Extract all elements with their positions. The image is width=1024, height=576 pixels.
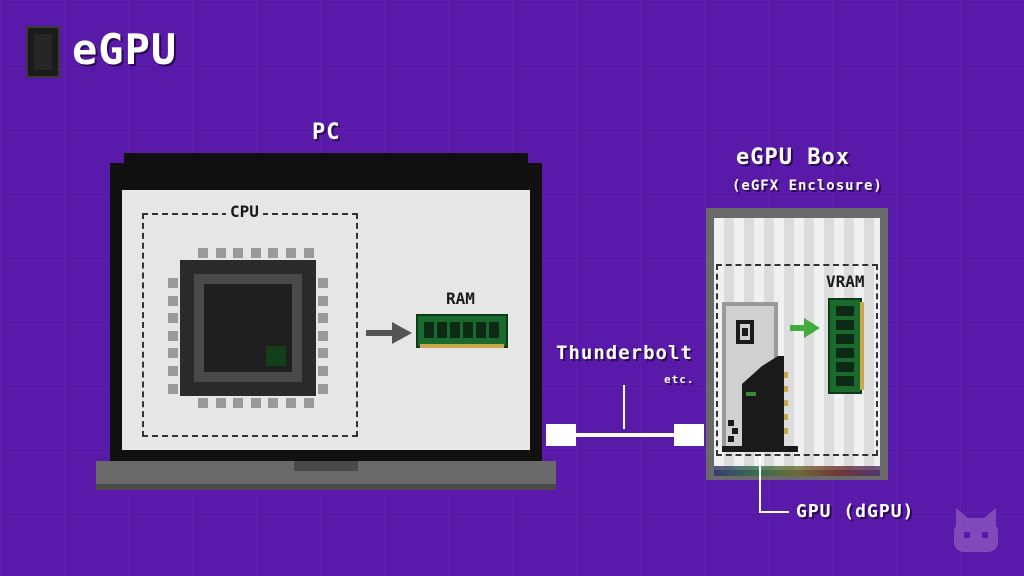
gpu-pointer-tick xyxy=(759,511,789,513)
cpu-pin-top xyxy=(268,248,279,258)
cable-pointer xyxy=(623,385,625,429)
gpu-region xyxy=(716,264,878,456)
enclosure-lighting xyxy=(714,466,880,476)
cpu-pin-right xyxy=(318,366,328,376)
cpu-pin-left xyxy=(168,313,178,324)
cpu-pin-bottom xyxy=(215,398,226,408)
cpu-pin-bottom xyxy=(286,398,296,408)
cpu-pin-right xyxy=(318,278,328,288)
cpu-pin-bottom xyxy=(268,398,279,408)
cpu-pin-left xyxy=(168,383,178,394)
cpu-pin-left xyxy=(168,278,178,288)
laptop-base-shadow xyxy=(96,484,556,490)
cpu-pin-top xyxy=(286,248,296,258)
arrow-right-icon xyxy=(366,322,412,344)
cpu-pin-right xyxy=(318,383,328,394)
vram-module-icon xyxy=(828,298,864,394)
ram-label: RAM xyxy=(446,289,475,308)
vram-label: VRAM xyxy=(826,272,865,291)
mascot-watermark-icon xyxy=(954,508,998,552)
page-title: eGPU xyxy=(72,25,178,74)
cable-plug-right xyxy=(674,424,704,446)
cpu-pin-right xyxy=(318,295,328,306)
cpu-pin-top xyxy=(303,248,314,258)
cpu-pin-left xyxy=(168,348,178,359)
cpu-pin-top xyxy=(198,248,208,258)
graphics-card-icon xyxy=(722,302,798,452)
cpu-pin-right xyxy=(318,330,328,341)
cpu-pin-bottom xyxy=(198,398,208,408)
cpu-marker xyxy=(266,346,286,366)
cpu-pin-top xyxy=(250,248,261,258)
thunderbolt-cable xyxy=(574,433,678,437)
cpu-pin-right xyxy=(318,313,328,324)
pc-label: PC xyxy=(312,120,341,145)
cpu-label: CPU xyxy=(226,202,263,221)
cable-label: Thunderbolt 3 xyxy=(556,342,718,364)
cpu-pin-top xyxy=(215,248,226,258)
cpu-pin-bottom xyxy=(250,398,261,408)
arrow-right-icon xyxy=(790,318,820,338)
gpu-label: GPU (dGPU) xyxy=(796,501,915,522)
ram-module-icon xyxy=(416,314,508,348)
cpu-pin-bottom xyxy=(233,398,244,408)
egpu-box-sublabel: (eGFX Enclosure) xyxy=(732,178,883,194)
cpu-pin-right xyxy=(318,348,328,359)
cpu-pin-left xyxy=(168,330,178,341)
cpu-pin-left xyxy=(168,366,178,376)
cable-sublabel: etc. xyxy=(664,373,695,386)
egpu-box-label: eGPU Box xyxy=(736,145,850,170)
gpu-pointer xyxy=(759,456,761,512)
cpu-pin-top xyxy=(233,248,244,258)
cpu-pin-bottom xyxy=(303,398,314,408)
cable-plug-left xyxy=(546,424,576,446)
graphics-card-icon xyxy=(26,26,60,78)
cpu-pin-left xyxy=(168,295,178,306)
